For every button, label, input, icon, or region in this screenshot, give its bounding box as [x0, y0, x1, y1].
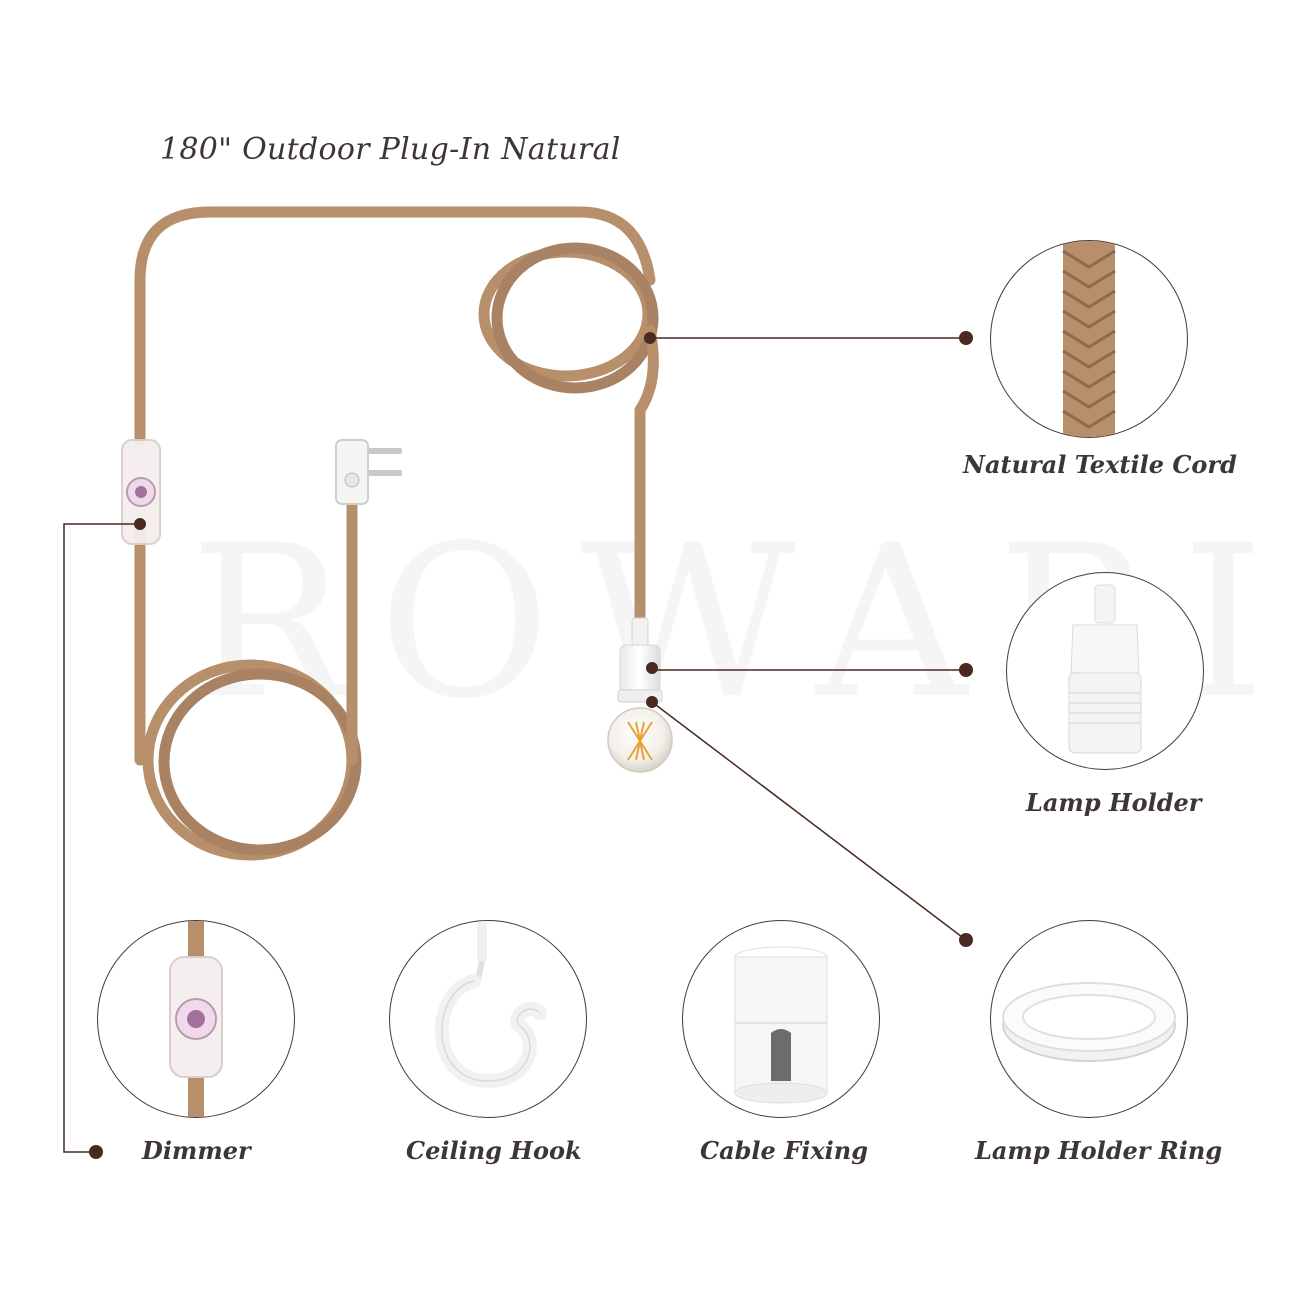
cord-detail-circle: [990, 240, 1188, 438]
lamp-holder: [617, 617, 663, 703]
ceiling-hook-detail-circle: [389, 920, 587, 1118]
label-lamp-holder: Lamp Holder: [1026, 788, 1202, 817]
dimmer-icon: [169, 921, 223, 1117]
leader-lines: [63, 337, 967, 1153]
bulb: [607, 707, 673, 773]
page-title: 180" Outdoor Plug-In Natural: [160, 132, 621, 167]
label-lamp-holder-ring: Lamp Holder Ring: [975, 1136, 1223, 1165]
lamp-holder-detail-circle: [1006, 572, 1204, 770]
label-ceiling-hook: Ceiling Hook: [406, 1136, 582, 1165]
cable-fixing-detail-circle: [682, 920, 880, 1118]
lamp-holder-icon: [1068, 584, 1142, 754]
label-natural-textile-cord: Natural Textile Cord: [963, 450, 1237, 479]
leader-dots: [89, 331, 973, 1159]
ceiling-hook-icon: [435, 921, 547, 1089]
textile-cord: [134, 206, 659, 861]
dimmer-detail-circle: [97, 920, 295, 1118]
lamp-holder-ring-detail-circle: [990, 920, 1188, 1118]
lamp-holder-ring-icon: [1002, 982, 1176, 1062]
cord-texture-icon: [1062, 241, 1116, 437]
label-dimmer: Dimmer: [142, 1136, 251, 1165]
plug: [335, 439, 402, 505]
cable-fixing-icon: [734, 946, 828, 1104]
dimmer-switch: [121, 439, 161, 545]
label-cable-fixing: Cable Fixing: [700, 1136, 868, 1165]
